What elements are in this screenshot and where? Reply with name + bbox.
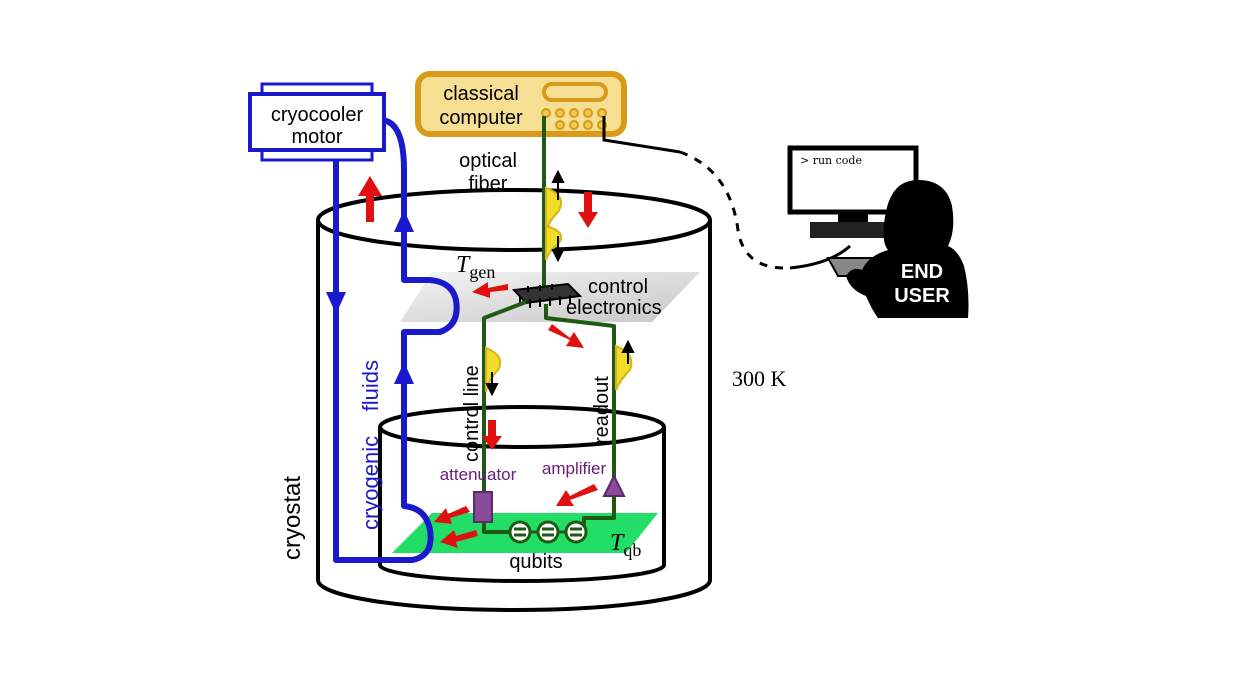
t-qb-subscript: qb bbox=[623, 540, 641, 560]
end-user-label-line1: END bbox=[901, 261, 943, 283]
cryocooler-label-line1: cryocooler bbox=[271, 104, 364, 126]
optical-fiber-label-line1: optical bbox=[459, 150, 517, 172]
control-line-label: control line bbox=[461, 365, 483, 462]
heat-arrow-cryocooler bbox=[358, 176, 382, 222]
line-signal-arrows bbox=[485, 339, 635, 397]
computer-base bbox=[810, 222, 902, 238]
amplifier bbox=[602, 473, 626, 497]
cryogenic-fluids-label: cryogenic fluids bbox=[358, 360, 383, 530]
t-qb-label: Tqb bbox=[610, 530, 641, 560]
end-user-silhouette bbox=[846, 180, 969, 318]
outer-cryostat bbox=[316, 188, 712, 612]
heat-arrow-readout bbox=[548, 324, 584, 348]
classical-computer: classical computer bbox=[415, 71, 627, 137]
fluid-flow-arrows bbox=[326, 210, 414, 384]
cryogenic-fluid-loop bbox=[333, 117, 460, 563]
t-gen-label: Tgen bbox=[456, 252, 495, 282]
control-electronics-chip bbox=[511, 282, 583, 308]
cryocooler-motor: cryocooler motor bbox=[248, 82, 386, 162]
qubit-array bbox=[508, 520, 588, 544]
heat-arrow-attenuator-lower bbox=[440, 530, 478, 548]
terminal-text: > run code bbox=[800, 154, 862, 167]
inner-cryostat bbox=[378, 405, 666, 583]
attenuator-to-qubits-wire bbox=[482, 522, 512, 534]
t-qb-symbol: T bbox=[610, 530, 625, 556]
computer-display-slot bbox=[542, 82, 608, 102]
heat-flow-arrows bbox=[358, 176, 598, 548]
control-line-wire bbox=[482, 300, 527, 492]
room-temperature-label: 300 K bbox=[732, 366, 787, 391]
computer-label-line1: classical bbox=[443, 83, 519, 105]
microwave-lines bbox=[482, 300, 616, 534]
qubits-label: qubits bbox=[509, 551, 562, 573]
end-user-label-line2: USER bbox=[894, 285, 950, 307]
optical-signal-arrows bbox=[551, 169, 565, 263]
t-gen-symbol: T bbox=[456, 252, 471, 278]
fluid-up-arrow-lower bbox=[394, 362, 414, 384]
readout-line-wire bbox=[544, 304, 616, 478]
cryocooler-label-line2: motor bbox=[291, 126, 342, 148]
fluid-down-arrow bbox=[326, 292, 346, 314]
computer-label-line2: computer bbox=[439, 107, 523, 129]
cryostat-label: cryostat bbox=[279, 476, 306, 560]
optical-fiber-label-line2: fiber bbox=[469, 173, 508, 195]
amplifier-label: amplifier bbox=[542, 459, 607, 478]
qubit-marks bbox=[514, 527, 582, 537]
heat-arrow-optical bbox=[578, 192, 598, 228]
end-user-workstation: > run code END USER bbox=[787, 145, 969, 318]
t-gen-subscript: gen bbox=[469, 262, 495, 282]
readout-label: readout bbox=[591, 376, 613, 444]
qubit-1 bbox=[508, 520, 532, 544]
heat-arrow-attenuator-upper bbox=[434, 506, 470, 524]
amplifier-to-qubits-wire bbox=[582, 496, 616, 528]
attenuator-label: attenuator bbox=[440, 465, 517, 484]
monitor-stand bbox=[838, 212, 868, 224]
heat-arrow-amplifier bbox=[556, 484, 598, 506]
heat-arrow-chip-left bbox=[472, 282, 508, 298]
fluid-up-arrow-upper bbox=[394, 210, 414, 232]
qubit-2 bbox=[536, 520, 560, 544]
qubit-3 bbox=[564, 520, 588, 544]
heat-arrow-control-line bbox=[482, 420, 502, 450]
control-electronics-label-line2: electronics bbox=[566, 297, 662, 319]
control-electronics-label-line1: control bbox=[588, 276, 648, 298]
attenuator bbox=[473, 491, 493, 523]
network-cable bbox=[602, 116, 852, 270]
